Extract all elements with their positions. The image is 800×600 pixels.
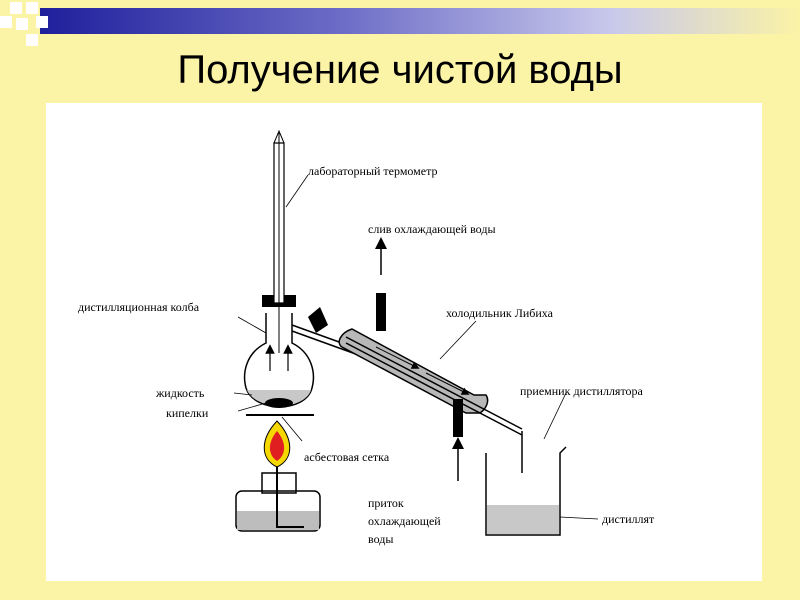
label-liquid: жидкость — [155, 386, 205, 400]
label-condenser: холодильник Либиха — [446, 306, 554, 320]
liebig-condenser — [338, 237, 523, 481]
label-boiling-chips: кипелки — [166, 406, 209, 420]
label-water-in-2: охлаждающей — [368, 514, 441, 528]
label-water-out: слив охлаждающей воды — [368, 222, 496, 236]
distillation-flask — [243, 295, 365, 408]
stopper — [308, 307, 328, 333]
label-thermometer: лабораторный термометр — [308, 164, 438, 178]
label-distillate: дистиллят — [602, 512, 655, 526]
spirit-burner — [235, 455, 321, 532]
flame-icon — [263, 420, 291, 468]
label-flask: дистилляционная колба — [78, 300, 200, 314]
header-gradient-bar — [40, 8, 800, 34]
diagram-panel: лабораторный термометр слив охлаждающей … — [46, 103, 762, 581]
label-water-in-1: приток — [368, 496, 404, 510]
leader-lines — [233, 174, 599, 520]
label-receiver: приемник дистиллятора — [520, 384, 644, 398]
receiver-beaker — [485, 431, 567, 536]
distillation-diagram: лабораторный термометр слив охлаждающей … — [78, 129, 655, 546]
boiling-chips — [265, 398, 293, 408]
label-asbestos-net: асбестовая сетка — [304, 450, 390, 464]
label-water-in-3: воды — [368, 532, 393, 546]
slide-title: Получение чистой воды — [177, 48, 623, 92]
corner-decoration — [0, 0, 60, 50]
thermometer — [273, 129, 285, 353]
